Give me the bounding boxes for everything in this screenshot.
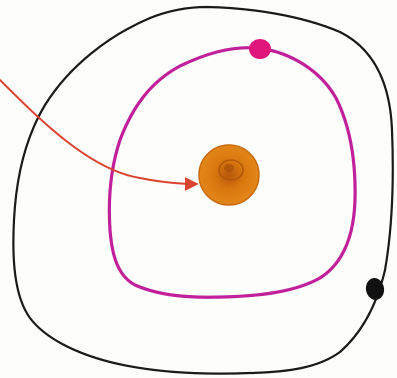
pointer-arrow — [0, 80, 196, 184]
central-body-core — [224, 164, 234, 172]
inner-orbit-body — [249, 39, 271, 59]
central-body — [199, 145, 259, 205]
